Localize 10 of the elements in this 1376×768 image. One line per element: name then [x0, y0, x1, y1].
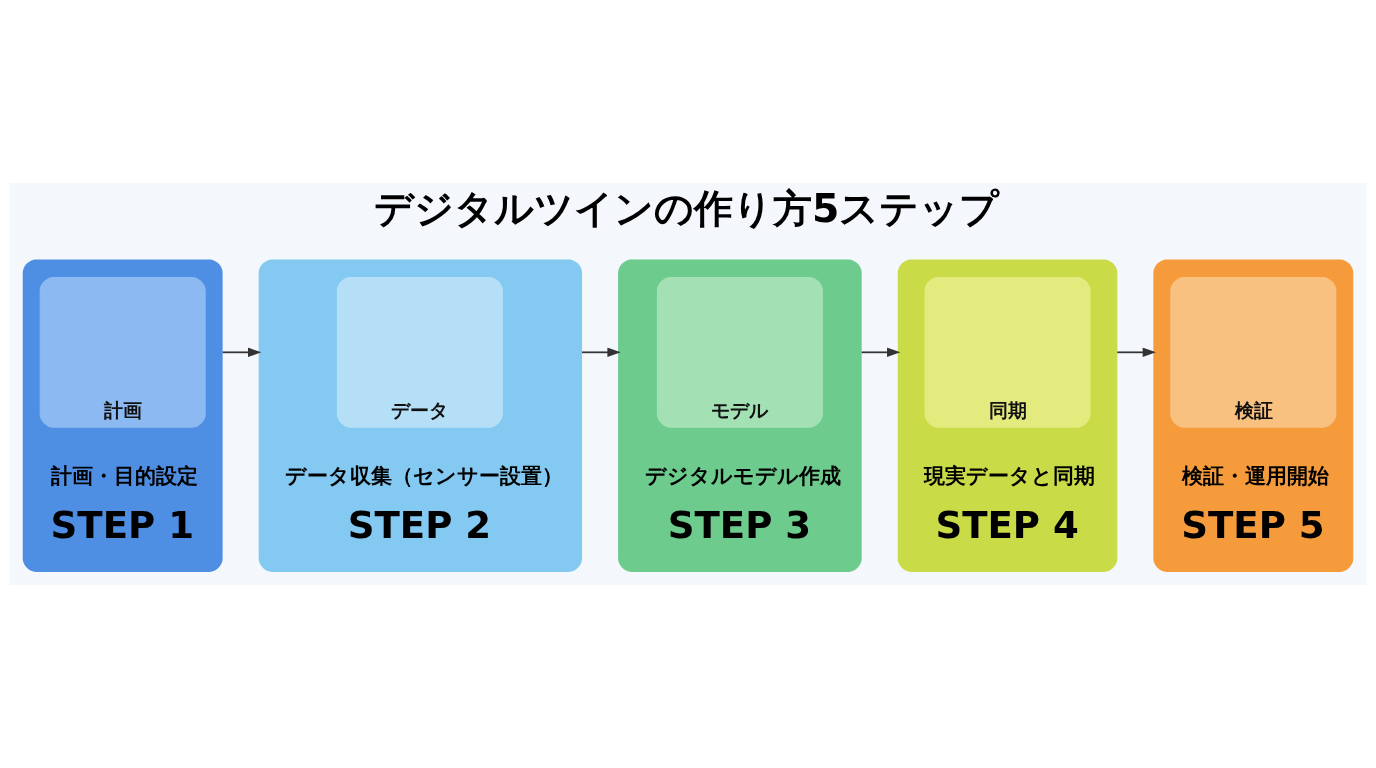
node-box: 検証 — [1170, 276, 1337, 428]
arrow — [860, 347, 901, 357]
node-box: データ — [336, 276, 503, 428]
node-box: 計画 — [39, 276, 206, 428]
node-box: モデル — [656, 276, 823, 428]
diagram-title: デジタルツインの作り方5ステップ — [373, 186, 1000, 232]
arrow — [221, 347, 262, 357]
arrow — [581, 347, 621, 357]
arrow — [1116, 347, 1156, 357]
node-box: 同期 — [924, 276, 1091, 428]
